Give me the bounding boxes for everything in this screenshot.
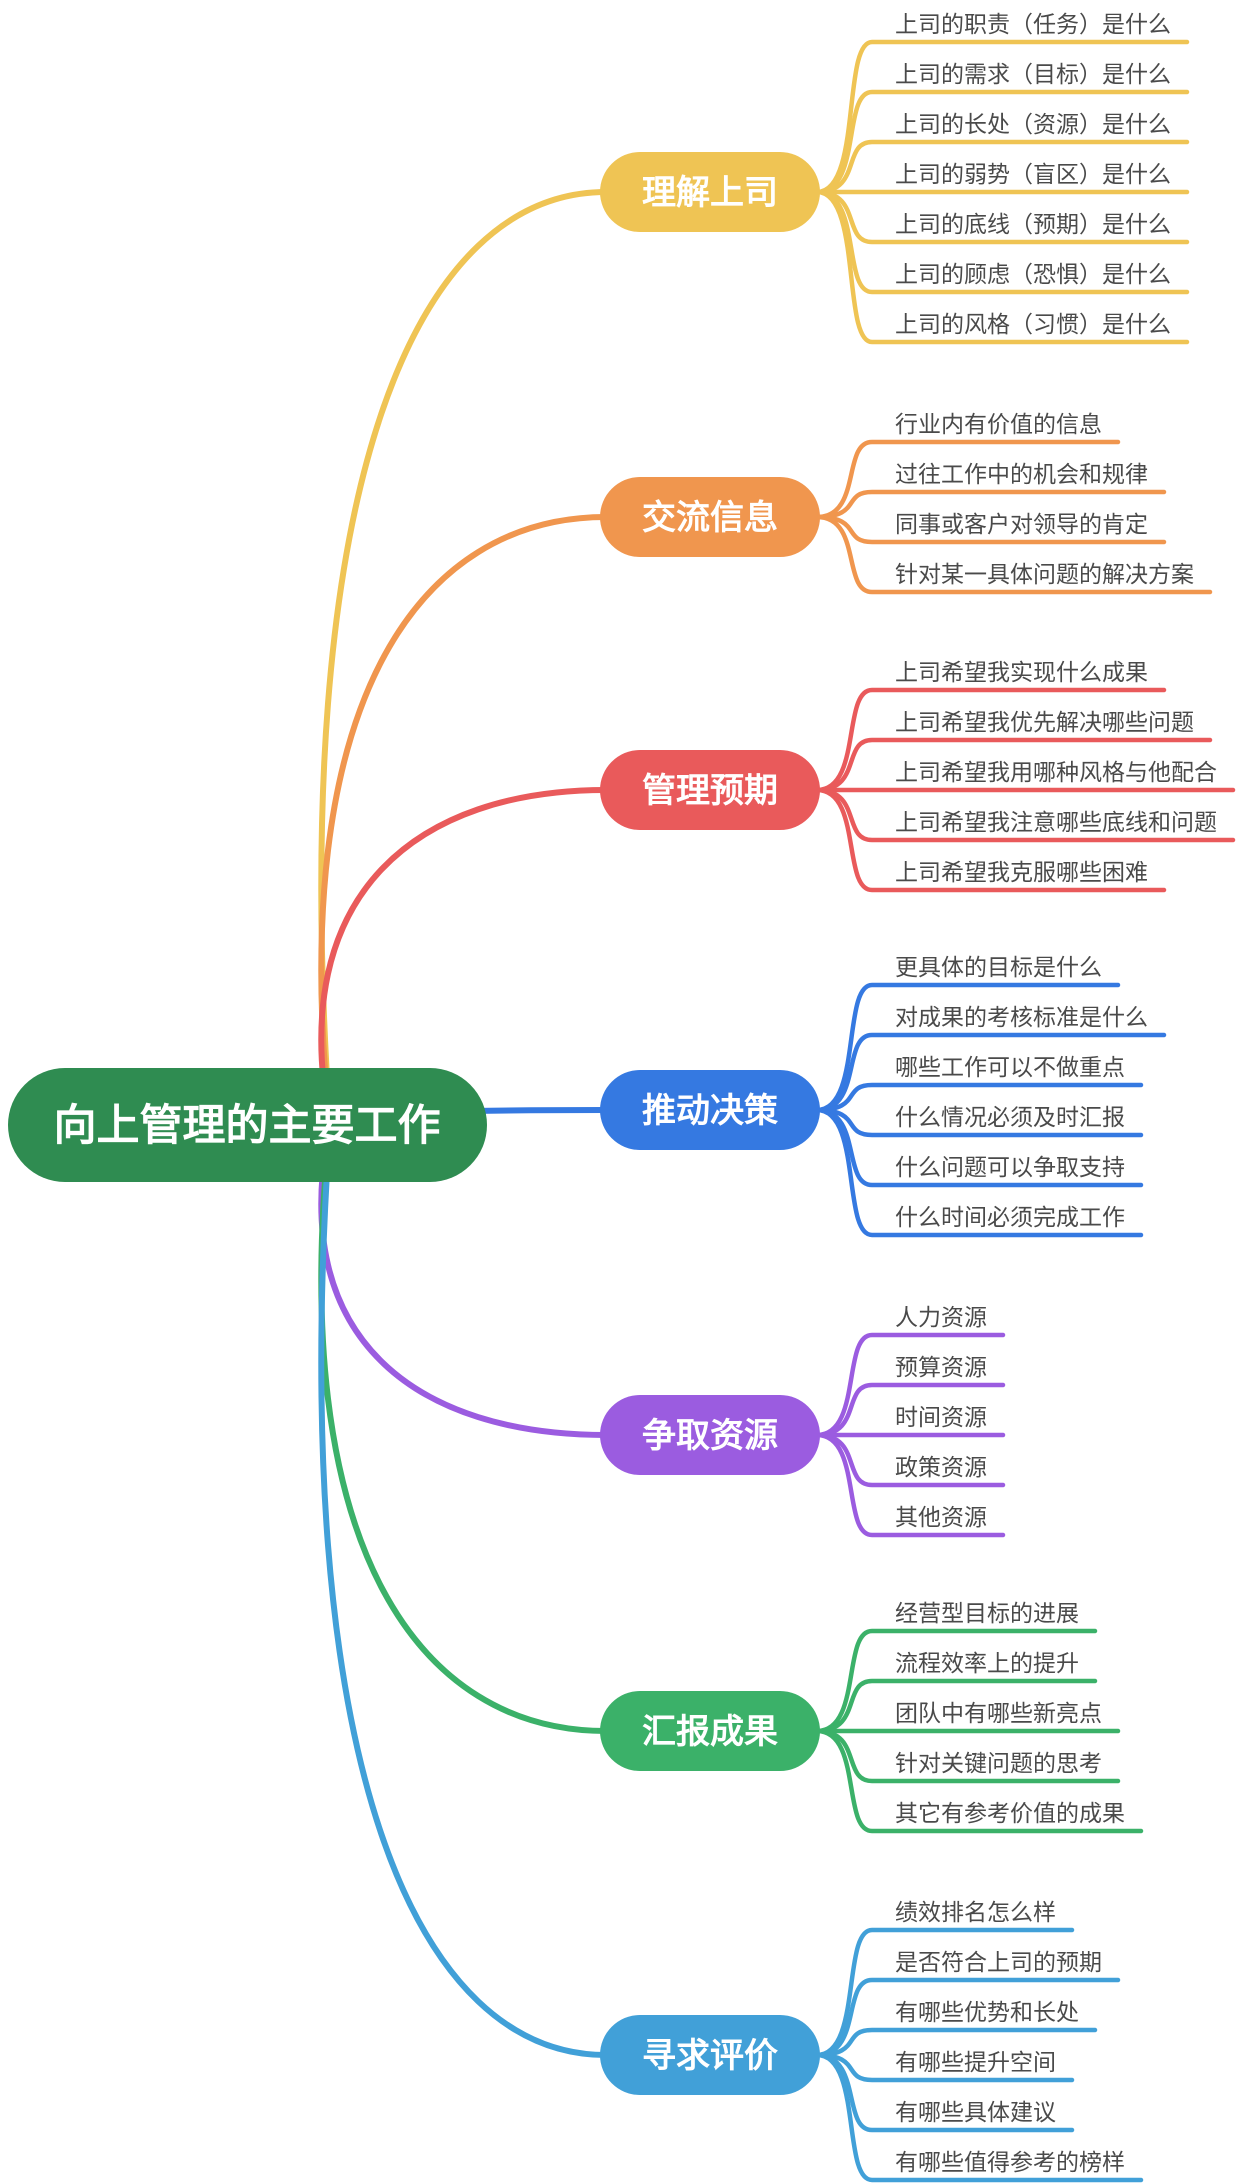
branch-topic-label: 争取资源 xyxy=(642,1417,778,1455)
branch-topic-3[interactable]: 管理预期 xyxy=(600,750,820,830)
leaf-connector xyxy=(814,1977,1121,2058)
leaf-topic[interactable]: 经营型目标的进展 xyxy=(895,1600,1079,1626)
leaf-topic[interactable]: 上司的弱势（盲区）是什么 xyxy=(895,161,1171,187)
branch-topic-1[interactable]: 理解上司 xyxy=(600,152,820,232)
branch-topic-label: 汇报成果 xyxy=(642,1713,778,1751)
leaf-topic[interactable]: 上司的顾虑（恐惧）是什么 xyxy=(895,261,1171,287)
leaf-topic[interactable]: 其它有参考价值的成果 xyxy=(895,1800,1125,1826)
leaf-topic[interactable]: 绩效排名怎么样 xyxy=(895,1899,1056,1925)
leaf-topic[interactable]: 上司希望我优先解决哪些问题 xyxy=(895,709,1194,735)
branch-topic-7[interactable]: 寻求评价 xyxy=(600,2015,820,2095)
leaf-topic[interactable]: 时间资源 xyxy=(895,1404,987,1430)
leaf-topic[interactable]: 什么情况必须及时汇报 xyxy=(895,1104,1125,1130)
leaf-topic[interactable]: 什么时间必须完成工作 xyxy=(895,1204,1125,1230)
leaf-topic[interactable]: 上司的需求（目标）是什么 xyxy=(895,61,1171,87)
root-topic[interactable]: 向上管理的主要工作 xyxy=(8,1068,487,1182)
leaf-connector xyxy=(814,1107,1144,1238)
branch-topic-label: 管理预期 xyxy=(642,772,778,810)
leaf-connector xyxy=(814,1432,1006,1538)
branch-pill[interactable] xyxy=(600,1395,820,1475)
leaf-connector xyxy=(814,787,1167,893)
leaf-topic[interactable]: 同事或客户对领导的肯定 xyxy=(895,511,1148,537)
branch-pill[interactable] xyxy=(600,477,820,557)
leaf-topic[interactable]: 是否符合上司的预期 xyxy=(895,1949,1102,1975)
branch-topic-2[interactable]: 交流信息 xyxy=(600,477,820,557)
branch-pill[interactable] xyxy=(600,2015,820,2095)
leaf-topic[interactable]: 上司希望我克服哪些困难 xyxy=(895,859,1148,885)
leaf-topic[interactable]: 预算资源 xyxy=(895,1354,987,1380)
branch-pill[interactable] xyxy=(600,1691,820,1771)
leaf-connector xyxy=(814,514,1213,595)
leaf-topic[interactable]: 上司的底线（预期）是什么 xyxy=(895,211,1171,237)
branch-topic-4[interactable]: 推动决策 xyxy=(600,1070,820,1150)
leaf-connector xyxy=(814,1728,1144,1834)
root-topic-layer: 向上管理的主要工作 xyxy=(8,1068,487,1182)
leaf-topic-layer: 上司的职责（任务）是什么上司的需求（目标）是什么上司的长处（资源）是什么上司的弱… xyxy=(895,11,1217,2175)
leaf-connector-layer xyxy=(814,39,1236,2183)
leaf-topic[interactable]: 有哪些具体建议 xyxy=(895,2099,1056,2125)
leaf-connector xyxy=(814,89,1190,195)
branch-topic-label: 推动决策 xyxy=(642,1092,778,1130)
leaf-connector xyxy=(814,2052,1144,2183)
root-connector-layer xyxy=(318,189,609,2058)
leaf-topic[interactable]: 上司希望我用哪种风格与他配合 xyxy=(895,759,1217,785)
leaf-topic[interactable]: 过往工作中的机会和规律 xyxy=(895,461,1148,487)
root-pill[interactable] xyxy=(8,1068,487,1182)
branch-pill[interactable] xyxy=(600,152,820,232)
branch-connector xyxy=(318,1122,609,1734)
leaf-topic[interactable]: 针对某一具体问题的解决方案 xyxy=(895,561,1194,587)
leaf-topic[interactable]: 上司的长处（资源）是什么 xyxy=(895,111,1171,137)
leaf-connector xyxy=(814,1032,1167,1113)
branch-topic-label: 交流信息 xyxy=(642,498,778,537)
leaf-topic[interactable]: 流程效率上的提升 xyxy=(895,1650,1079,1676)
leaf-connector xyxy=(814,1628,1098,1734)
leaf-connector xyxy=(814,1382,1006,1438)
branch-connector xyxy=(318,787,609,1128)
leaf-topic[interactable]: 什么问题可以争取支持 xyxy=(895,1154,1125,1180)
leaf-topic[interactable]: 针对关键问题的思考 xyxy=(895,1750,1102,1776)
leaf-topic[interactable]: 上司希望我实现什么成果 xyxy=(895,659,1148,685)
leaf-topic[interactable]: 更具体的目标是什么 xyxy=(895,954,1102,980)
leaf-topic[interactable]: 对成果的考核标准是什么 xyxy=(895,1004,1148,1030)
branch-pill[interactable] xyxy=(600,750,820,830)
branch-topic-5[interactable]: 争取资源 xyxy=(600,1395,820,1475)
leaf-topic[interactable]: 上司的职责（任务）是什么 xyxy=(895,11,1171,37)
leaf-connector xyxy=(814,687,1167,793)
branch-topic-6[interactable]: 汇报成果 xyxy=(600,1691,820,1771)
branch-topic-label: 寻求评价 xyxy=(642,2037,778,2075)
branch-pill[interactable] xyxy=(600,1070,820,1150)
leaf-topic[interactable]: 上司希望我注意哪些底线和问题 xyxy=(895,809,1217,835)
leaf-topic[interactable]: 政策资源 xyxy=(895,1454,987,1480)
root-topic-label: 向上管理的主要工作 xyxy=(54,1102,441,1150)
leaf-topic[interactable]: 哪些工作可以不做重点 xyxy=(895,1054,1125,1080)
leaf-topic[interactable]: 有哪些提升空间 xyxy=(895,2049,1056,2075)
leaf-topic[interactable]: 团队中有哪些新亮点 xyxy=(895,1700,1102,1726)
leaf-topic[interactable]: 其他资源 xyxy=(895,1504,987,1530)
leaf-connector xyxy=(814,139,1190,195)
leaf-connector xyxy=(814,1332,1006,1438)
leaf-topic[interactable]: 上司的风格（习惯）是什么 xyxy=(895,311,1171,337)
branch-connector xyxy=(318,1122,609,2058)
leaf-topic[interactable]: 有哪些值得参考的榜样 xyxy=(895,2149,1125,2175)
leaf-topic[interactable]: 有哪些优势和长处 xyxy=(895,1999,1079,2025)
leaf-topic[interactable]: 行业内有价值的信息 xyxy=(895,411,1102,437)
leaf-connector xyxy=(814,1678,1098,1734)
leaf-topic[interactable]: 人力资源 xyxy=(895,1304,987,1330)
leaf-connector xyxy=(814,439,1121,520)
branch-connector xyxy=(318,514,609,1128)
leaf-connector xyxy=(814,737,1213,793)
branch-topic-label: 理解上司 xyxy=(642,174,778,212)
leaf-connector xyxy=(814,189,1190,345)
branch-connector xyxy=(318,189,609,1128)
